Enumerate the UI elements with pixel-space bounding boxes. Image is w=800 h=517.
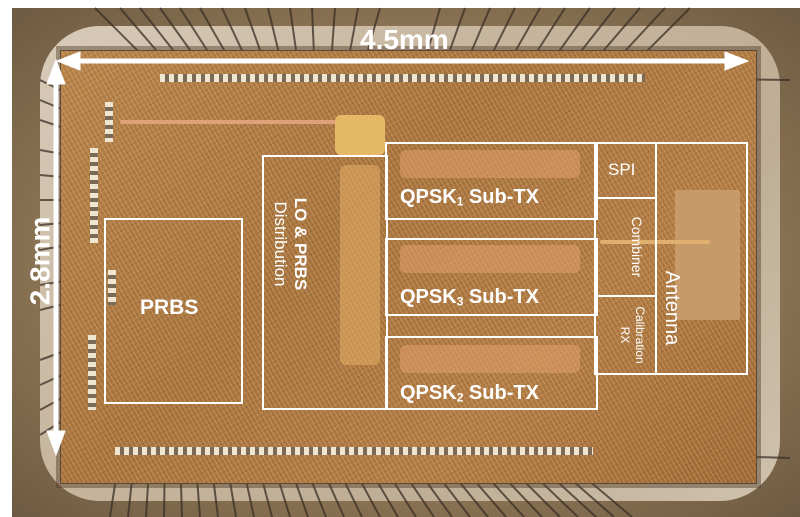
- label-spi: SPI: [608, 160, 636, 179]
- circuit-feature: [400, 345, 580, 373]
- block-antenna: [655, 142, 748, 375]
- label-prbs: PRBS: [140, 296, 199, 319]
- qpsk1-tail: Sub-TX: [463, 186, 539, 208]
- antenna-patch: [675, 190, 740, 320]
- block-lo-prbs-distribution: [262, 155, 388, 410]
- label-qpsk1: QPSK1 Sub-TX: [400, 186, 539, 209]
- qpsk3-subscript: 3: [456, 294, 464, 309]
- left-pad-group-4: [88, 335, 96, 410]
- qpsk2-tail: Sub-TX: [463, 382, 539, 404]
- label-calibration-line2: RX: [618, 326, 632, 344]
- label-calibration-rx: Calibration RX: [613, 290, 647, 380]
- block-prbs: [104, 218, 243, 404]
- left-pad-group-2: [90, 148, 98, 243]
- qpsk3-main: QPSK: [400, 286, 457, 308]
- label-lo-prbs-line2: Distribution: [271, 201, 290, 287]
- top-pad-row: [160, 74, 645, 82]
- height-dimension-label: 2.8mm: [24, 216, 56, 306]
- label-qpsk2: QPSK2 Sub-TX: [400, 382, 539, 405]
- label-lo-prbs-distribution: LO & PRBS Distribution: [266, 174, 310, 314]
- qpsk2-subscript: 2: [456, 390, 464, 405]
- label-calibration-line1: Calibration: [633, 306, 647, 364]
- circuit-feature: [335, 115, 385, 155]
- block-qpsk3: [385, 238, 598, 316]
- signal-trace: [120, 120, 340, 124]
- label-lo-prbs-line1: LO & PRBS: [291, 197, 310, 291]
- label-combiner: Combiner: [629, 216, 645, 278]
- label-qpsk3: QPSK3 Sub-TX: [400, 286, 539, 309]
- qpsk1-main: QPSK: [400, 186, 457, 208]
- qpsk1-subscript: 1: [456, 194, 464, 209]
- block-qpsk1: [385, 142, 598, 220]
- circuit-feature: [340, 165, 380, 365]
- circuit-feature: [400, 150, 580, 178]
- left-pad-group-1: [105, 102, 113, 142]
- qpsk2-main: QPSK: [400, 382, 457, 404]
- width-dimension-label: 4.5mm: [360, 24, 449, 55]
- bottom-pad-row: [115, 447, 593, 455]
- circuit-feature: [400, 245, 580, 273]
- left-pad-group-3: [108, 270, 116, 305]
- label-antenna: Antenna: [661, 270, 683, 346]
- qpsk3-tail: Sub-TX: [463, 286, 539, 308]
